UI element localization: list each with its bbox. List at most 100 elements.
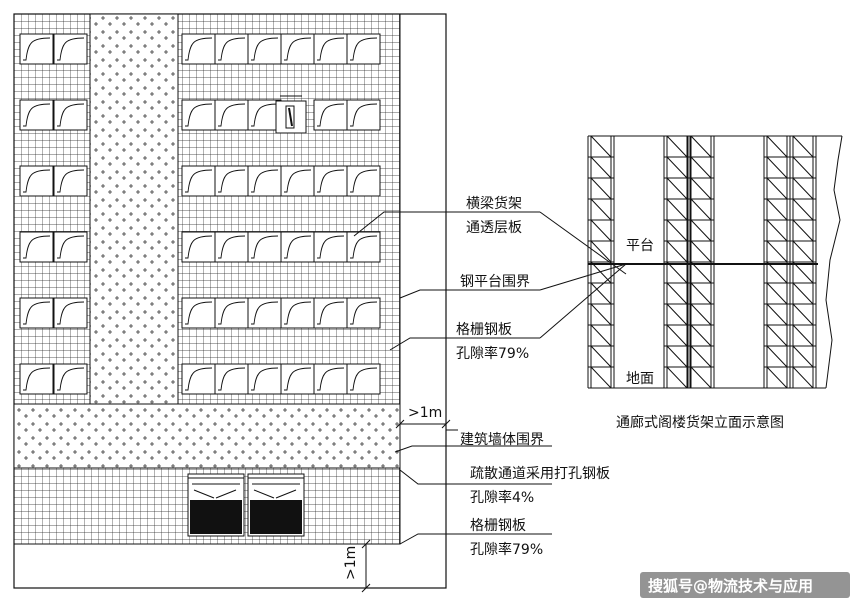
shelf-deck-mark bbox=[251, 235, 279, 259]
shelf-bay bbox=[181, 363, 216, 395]
shelf-bay bbox=[19, 297, 54, 329]
label-shelf-deck: 通透层板 bbox=[466, 220, 522, 236]
shelf-bay bbox=[181, 33, 216, 65]
shelf-bay bbox=[346, 33, 381, 65]
shelf-deck-mark bbox=[218, 103, 246, 127]
shelf-rows bbox=[19, 33, 381, 395]
shelf-bay bbox=[214, 99, 249, 131]
stair-left bbox=[187, 473, 245, 537]
label-wall-boundary: 建筑墙体围界 bbox=[460, 432, 544, 448]
shelf-deck-mark bbox=[284, 235, 312, 259]
stair-right bbox=[247, 473, 305, 537]
platform-grating-area bbox=[13, 13, 401, 405]
shelf-deck-mark bbox=[284, 367, 312, 391]
shelf-deck-mark bbox=[57, 367, 85, 391]
label-grating-top-rate: 孔隙率79% bbox=[456, 345, 529, 362]
shelf-deck-mark bbox=[218, 367, 246, 391]
shelf-bay bbox=[181, 165, 216, 197]
label-evac-plate: 疏散通道采用打孔钢板 bbox=[470, 465, 610, 482]
label-grating-bottom-rate: 孔隙率79% bbox=[470, 541, 543, 558]
lift-symbol bbox=[275, 95, 307, 134]
label-shelf-type: 横梁货架 bbox=[466, 195, 522, 212]
shelf-bay bbox=[53, 231, 88, 263]
rack-frame bbox=[663, 135, 691, 389]
dim-right-label: >1m bbox=[408, 405, 442, 421]
shelf-bay bbox=[19, 99, 54, 131]
shelf-deck-mark bbox=[350, 301, 378, 325]
label-grating-bottom: 格栅钢板 bbox=[470, 518, 526, 534]
shelf-deck-mark bbox=[251, 169, 279, 193]
shelf-bay bbox=[280, 363, 315, 395]
shelf-deck-mark bbox=[185, 367, 213, 391]
shelf-deck-mark bbox=[23, 169, 51, 193]
dim-bottom bbox=[361, 539, 371, 593]
shelf-bay bbox=[53, 297, 88, 329]
shelf-bay bbox=[214, 297, 249, 329]
label-platform-boundary: 钢平台围界 bbox=[460, 274, 530, 290]
elevation-caption: 通廊式阁楼货架立面示意图 bbox=[616, 414, 784, 431]
rack-frame bbox=[789, 135, 817, 389]
shelf-deck-mark bbox=[284, 169, 312, 193]
shelf-bay bbox=[313, 165, 348, 197]
shelf-bay bbox=[280, 33, 315, 65]
shelf-deck-mark bbox=[350, 103, 378, 127]
shelf-deck-mark bbox=[23, 367, 51, 391]
shelf-bay bbox=[346, 297, 381, 329]
label-evac-rate: 孔隙率4% bbox=[470, 489, 534, 506]
shelf-deck-mark bbox=[218, 37, 246, 61]
shelf-bay bbox=[53, 165, 88, 197]
shelf-deck-mark bbox=[350, 169, 378, 193]
shelf-deck-mark bbox=[57, 169, 85, 193]
shelf-bay bbox=[313, 363, 348, 395]
shelf-deck-mark bbox=[350, 235, 378, 259]
shelf-deck-mark bbox=[317, 235, 345, 259]
shelf-deck-mark bbox=[317, 169, 345, 193]
shelf-deck-mark bbox=[317, 367, 345, 391]
shelf-deck-mark bbox=[251, 367, 279, 391]
shelf-bay bbox=[19, 165, 54, 197]
shelf-deck-mark bbox=[284, 37, 312, 61]
shelf-bay bbox=[313, 99, 348, 131]
shelf-deck-mark bbox=[185, 235, 213, 259]
shelf-deck-mark bbox=[251, 301, 279, 325]
shelf-bay bbox=[19, 231, 54, 263]
shelf-bay bbox=[181, 297, 216, 329]
shelf-bay bbox=[214, 33, 249, 65]
shelf-bay bbox=[247, 165, 282, 197]
ground-label: 地面 bbox=[626, 371, 654, 387]
dim-right bbox=[395, 419, 451, 429]
shelf-deck-mark bbox=[185, 301, 213, 325]
shelf-bay bbox=[280, 231, 315, 263]
elevation-leaders bbox=[539, 211, 627, 339]
shelf-deck-mark bbox=[57, 103, 85, 127]
shelf-bay bbox=[247, 297, 282, 329]
shelf-deck-mark bbox=[23, 37, 51, 61]
shelf-bay bbox=[181, 99, 216, 131]
shelf-bay bbox=[214, 363, 249, 395]
leader-lines bbox=[353, 211, 552, 545]
shelf-bay bbox=[346, 231, 381, 263]
shelf-deck-mark bbox=[57, 235, 85, 259]
shelf-bay bbox=[280, 165, 315, 197]
shelf-deck-mark bbox=[317, 301, 345, 325]
shelf-bay bbox=[346, 99, 381, 131]
shelf-bay bbox=[313, 33, 348, 65]
shelf-deck-mark bbox=[350, 37, 378, 61]
shelf-deck-mark bbox=[251, 103, 279, 127]
shelf-bay bbox=[313, 231, 348, 263]
watermark: 搜狐号@物流技术与应用 bbox=[648, 577, 813, 595]
shelf-bay bbox=[280, 297, 315, 329]
rack-frame bbox=[763, 135, 791, 389]
shelf-bay bbox=[53, 363, 88, 395]
shelf-deck-mark bbox=[23, 235, 51, 259]
shelf-deck-mark bbox=[185, 103, 213, 127]
shelf-deck-mark bbox=[317, 37, 345, 61]
shelf-bay bbox=[19, 33, 54, 65]
shelf-bay bbox=[181, 231, 216, 263]
shelf-bay bbox=[53, 99, 88, 131]
shelf-bay bbox=[247, 33, 282, 65]
shelf-deck-mark bbox=[218, 301, 246, 325]
shelf-deck-mark bbox=[57, 301, 85, 325]
shelf-bay bbox=[346, 165, 381, 197]
